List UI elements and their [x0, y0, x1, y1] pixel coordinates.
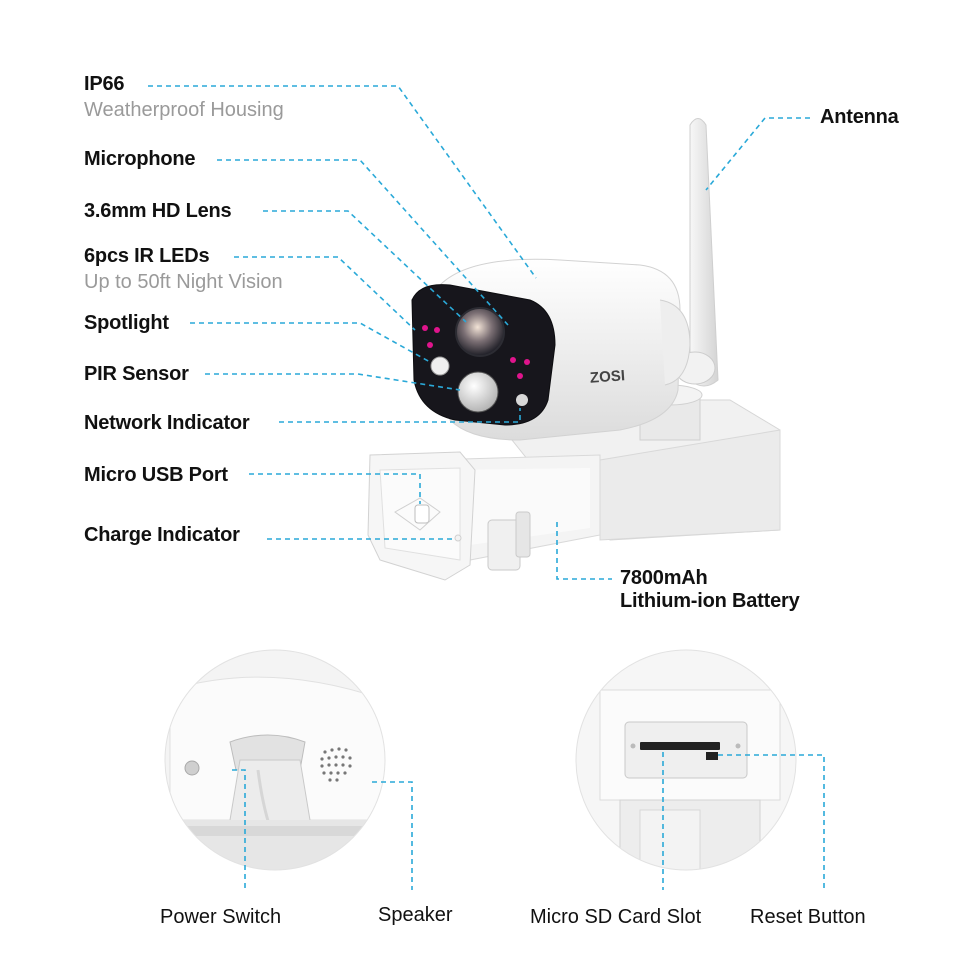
- camera-body: ZOSI: [411, 258, 691, 441]
- label-sd-slot: Micro SD Card Slot: [530, 906, 702, 928]
- label-ir-leds-sub: Up to 50ft Night Vision: [84, 271, 283, 293]
- label-battery-capacity: 7800mAh: [620, 567, 708, 589]
- label-power-switch: Power Switch: [160, 906, 282, 928]
- label-pir-sensor: PIR Sensor: [84, 363, 189, 385]
- label-speaker: Speaker: [378, 904, 453, 926]
- label-charge-indicator: Charge Indicator: [84, 524, 240, 546]
- label-network-indicator: Network Indicator: [84, 412, 250, 434]
- label-ir-leds: 6pcs IR LEDs: [84, 245, 210, 267]
- brand-logo: ZOSI: [589, 367, 625, 386]
- label-ip66-sub: Weatherproof Housing: [84, 99, 284, 121]
- battery-base: [367, 399, 781, 581]
- label-micro-usb: Micro USB Port: [84, 464, 228, 486]
- ir-led-dots: [422, 325, 530, 379]
- label-lens: 3.6mm HD Lens: [84, 200, 232, 222]
- label-antenna: Antenna: [820, 106, 899, 128]
- leader-lines: [148, 85, 810, 580]
- label-spotlight: Spotlight: [84, 312, 169, 334]
- label-ip66: IP66: [84, 73, 125, 95]
- label-reset-button: Reset Button: [750, 906, 866, 928]
- bottom-right-bubble: [575, 649, 797, 871]
- speaker-grill-dots: [320, 747, 352, 782]
- bottom-leader-lines: [232, 752, 825, 890]
- label-battery-type: Lithium-ion Battery: [620, 590, 800, 612]
- label-microphone: Microphone: [84, 148, 196, 170]
- bottom-left-bubble: [164, 649, 386, 871]
